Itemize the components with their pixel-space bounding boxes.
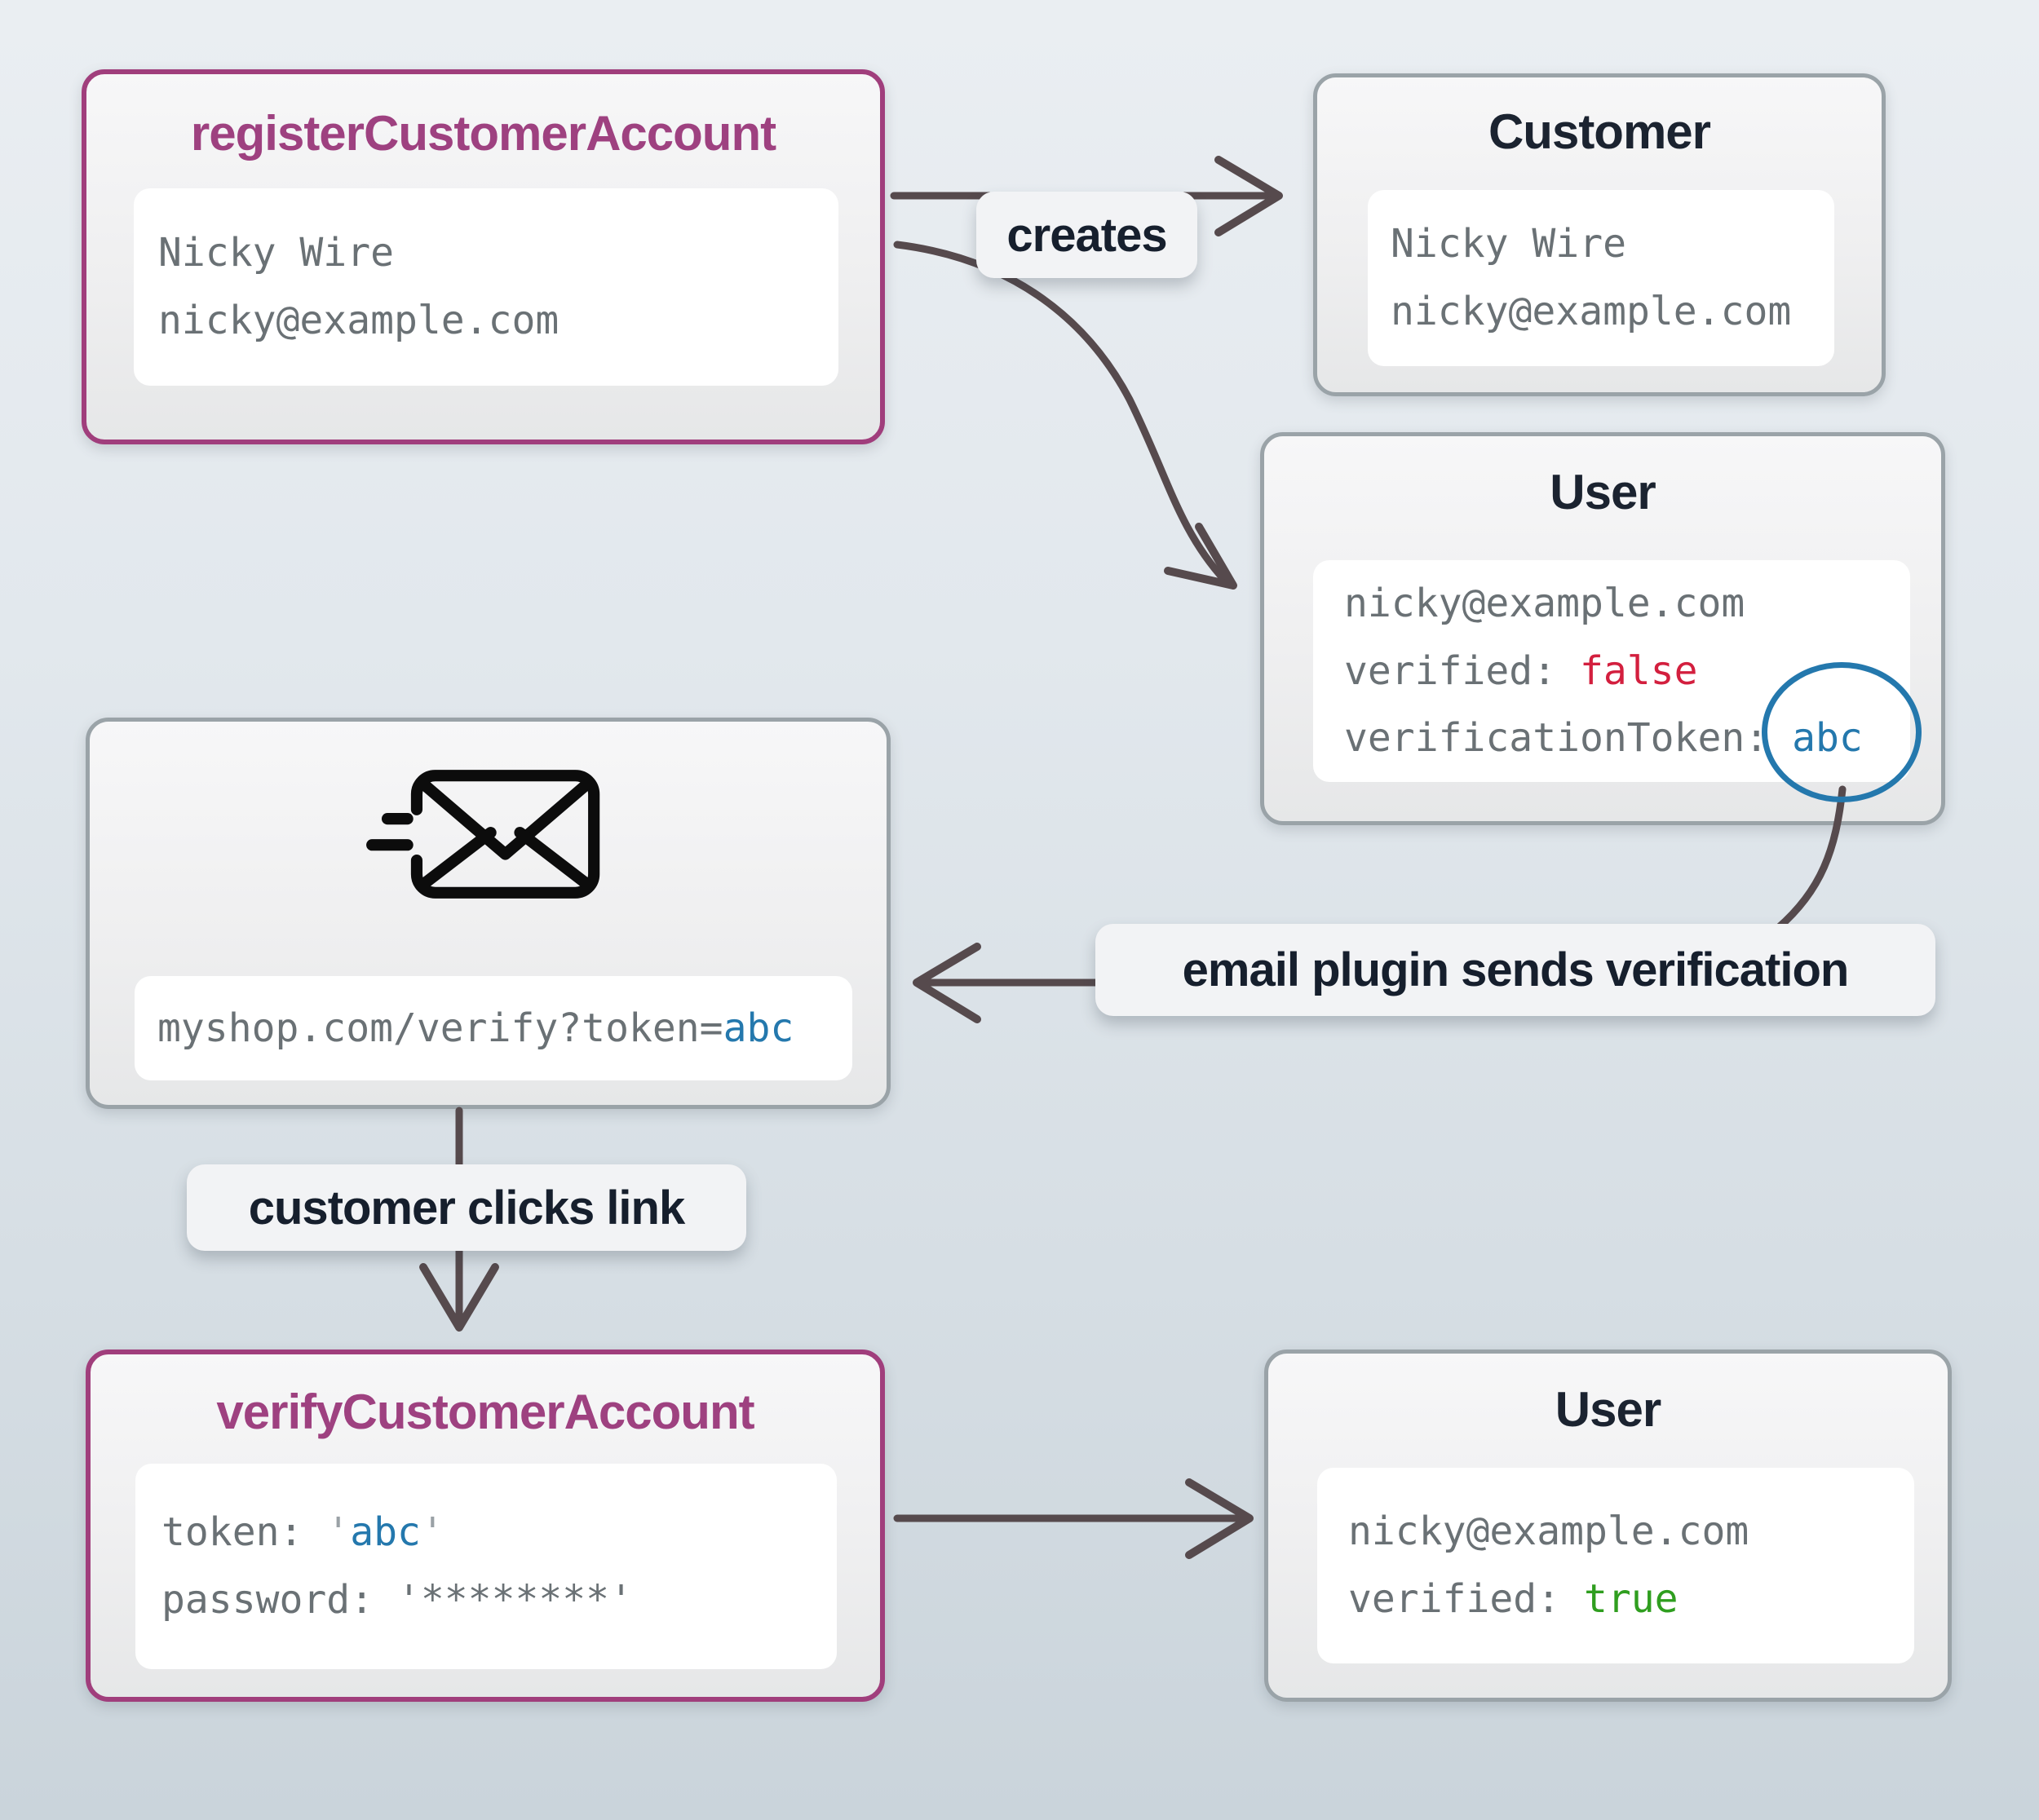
customer-email: nicky@example.com	[1391, 289, 1792, 334]
node-email-message: myshop.com/verify?token=abc	[86, 718, 891, 1109]
user-verified-email: nicky@example.com	[1348, 1509, 1749, 1555]
email-url-card: myshop.com/verify?token=abc	[135, 976, 852, 1080]
node-register-customer-account: registerCustomerAccount Nicky Wire nicky…	[82, 69, 885, 444]
edge-label-creates: creates	[976, 192, 1197, 278]
user-unverified-email: nicky@example.com	[1344, 580, 1745, 626]
verified-false-value: false	[1579, 647, 1698, 694]
node-customer: Customer Nicky Wire nicky@example.com	[1313, 73, 1886, 396]
edge-email-plugin-to-message	[913, 943, 1105, 1023]
user-verified-verified-line: verified: true	[1348, 1576, 1679, 1622]
verified-true-value: true	[1583, 1576, 1679, 1622]
user-unverified-verified-line: verified: false	[1344, 647, 1698, 694]
verification-url: myshop.com/verify?token=abc	[157, 1005, 794, 1051]
customer-name: Nicky Wire	[1391, 221, 1626, 267]
verify-password-line: password: '********'	[161, 1577, 633, 1623]
customer-fields-card: Nicky Wire nicky@example.com	[1368, 190, 1834, 366]
send-email-icon	[366, 770, 600, 899]
node-verify-customer-account: verifyCustomerAccount token: 'abc' passw…	[86, 1350, 885, 1702]
verify-fields-card: token: 'abc' password: '********'	[135, 1464, 837, 1669]
register-email: nicky@example.com	[158, 298, 560, 343]
edge-register-to-user	[893, 241, 1237, 590]
edge-verify-to-user	[893, 1478, 1254, 1559]
edge-label-email-plugin: email plugin sends verification	[1095, 924, 1935, 1016]
token-highlight-circle	[1762, 662, 1922, 802]
node-title-user-verified: User	[1555, 1382, 1661, 1437]
register-fields-card: Nicky Wire nicky@example.com	[134, 188, 838, 386]
node-user-verified: User nicky@example.com verified: true	[1264, 1350, 1952, 1702]
node-title-customer: Customer	[1488, 104, 1711, 159]
url-token-value: abc	[723, 1005, 794, 1051]
node-title-verify: verifyCustomerAccount	[216, 1385, 754, 1439]
edge-label-customer-clicks: customer clicks link	[187, 1164, 746, 1251]
verify-token-line: token: 'abc'	[161, 1509, 445, 1556]
register-name: Nicky Wire	[158, 230, 394, 276]
verify-token-value: abc	[350, 1509, 421, 1556]
node-title-user-unverified: User	[1550, 465, 1656, 519]
node-title-register: registerCustomerAccount	[190, 106, 776, 161]
user-verified-fields-card: nicky@example.com verified: true	[1317, 1468, 1914, 1663]
